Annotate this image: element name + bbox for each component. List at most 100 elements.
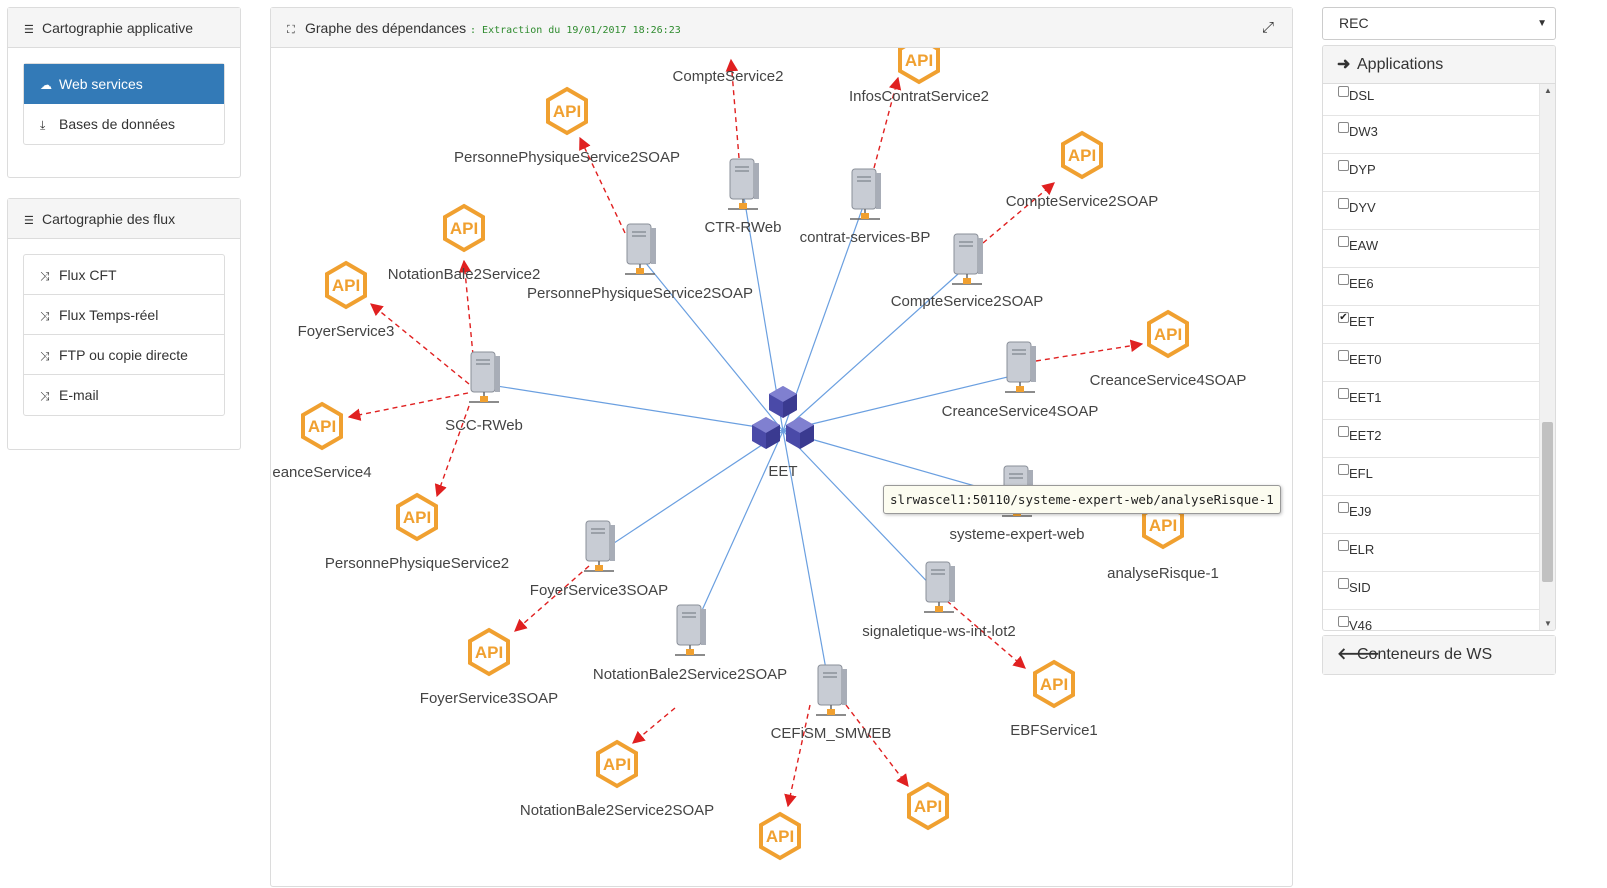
expand-icon[interactable]: ⤢: [1261, 19, 1274, 36]
scroll-down-icon[interactable]: ▼: [1544, 619, 1552, 628]
api-label: NotationBale2Service2SOAP: [520, 802, 714, 819]
app-item-dw3[interactable]: DW3: [1323, 116, 1539, 154]
nav-label: FTP ou copie directe: [59, 347, 188, 363]
app-checkbox[interactable]: [1338, 616, 1349, 627]
server-node[interactable]: SCC-RWeb: [445, 351, 523, 434]
nav-web-services[interactable]: ☁Web services: [24, 64, 224, 104]
api-node[interactable]: analyseRisque-1: [1107, 501, 1219, 582]
api-node[interactable]: PersonnePhysiqueService2: [325, 493, 509, 572]
scroll-up-icon[interactable]: ▲: [1544, 86, 1552, 95]
api-node[interactable]: CompteService2SOAP: [1006, 131, 1159, 210]
app-checkbox[interactable]: [1338, 388, 1349, 399]
app-item-eaw[interactable]: EAW: [1323, 230, 1539, 268]
server-label: CreanceService4SOAP: [942, 403, 1099, 420]
conteneurs-ws-panel[interactable]: 🡐Conteneurs de WS: [1322, 635, 1556, 675]
server-node[interactable]: contrat-services-BP: [800, 168, 931, 246]
nav-flux-cft[interactable]: ⤨Flux CFT: [24, 255, 224, 295]
api-call-arrow: [458, 259, 474, 356]
api-node[interactable]: FoyerService3SOAP: [420, 628, 558, 707]
dependency-edge: [782, 373, 1021, 432]
server-node[interactable]: CTR-RWeb: [705, 158, 782, 236]
api-node[interactable]: [907, 782, 949, 830]
nav-ftp[interactable]: ⤨ FTP ou copie directe: [24, 335, 224, 375]
app-item-eet1[interactable]: EET1: [1323, 382, 1539, 420]
api-call-arrow: [1035, 339, 1144, 362]
server-node[interactable]: CreanceService4SOAP: [942, 341, 1099, 420]
api-call-arrow: [873, 76, 902, 169]
server-node[interactable]: FoyerService3SOAP: [530, 520, 668, 599]
server-node[interactable]: systeme-expert-web: [949, 465, 1085, 543]
server-node[interactable]: signaletique-ws-int-lot2: [862, 561, 1016, 640]
api-node[interactable]: CompteService2: [673, 68, 784, 85]
panel-title: Cartographie applicative: [42, 20, 193, 36]
graph-canvas[interactable]: API EETSCC-RWebPersonnePhysiqueService2S…: [271, 48, 1292, 888]
panel-title: Cartographie des flux: [42, 211, 176, 227]
scroll-thumb[interactable]: [1542, 422, 1553, 582]
api-icon: [596, 740, 638, 788]
applications-heading[interactable]: ➜Applications: [1323, 46, 1555, 84]
nav-flux-temps-reel[interactable]: ⤨Flux Temps-réel: [24, 295, 224, 335]
app-checkbox[interactable]: [1338, 426, 1349, 437]
app-item-efl[interactable]: EFL: [1323, 458, 1539, 496]
app-label: EAW: [1349, 238, 1379, 253]
api-label: PersonnePhysiqueService2: [325, 555, 509, 572]
api-node[interactable]: CreanceService4SOAP: [1090, 310, 1247, 389]
server-node[interactable]: PersonnePhysiqueService2SOAP: [527, 223, 753, 302]
server-node[interactable]: NotationBale2Service2SOAP: [593, 604, 787, 683]
app-checkbox[interactable]: [1338, 464, 1349, 475]
api-call-arrow: [784, 704, 811, 808]
app-checkbox[interactable]: ✔: [1338, 312, 1349, 323]
dependency-edge: [598, 430, 784, 554]
app-checkbox[interactable]: [1338, 540, 1349, 551]
center-node[interactable]: EET: [752, 386, 814, 480]
app-checkbox[interactable]: [1338, 350, 1349, 361]
app-item-ee6[interactable]: EE6: [1323, 268, 1539, 306]
app-checkbox[interactable]: [1338, 198, 1349, 209]
nav-email[interactable]: ⤨E-mail: [24, 375, 224, 415]
conteneurs-ws-heading[interactable]: 🡐Conteneurs de WS: [1323, 636, 1555, 674]
shuffle-icon: ⤨: [40, 349, 50, 363]
app-checkbox[interactable]: [1338, 122, 1349, 133]
api-node[interactable]: NotationBale2Service2: [388, 204, 541, 283]
app-checkbox[interactable]: [1338, 236, 1349, 247]
app-checkbox[interactable]: [1338, 160, 1349, 171]
nav-bases-de-donnees[interactable]: ⤓Bases de données: [24, 104, 224, 144]
api-node[interactable]: eanceService4: [272, 402, 372, 481]
app-item-dsl[interactable]: DSL: [1323, 84, 1539, 116]
environment-select[interactable]: REC ▼: [1322, 7, 1556, 40]
app-item-eet2[interactable]: EET2: [1323, 420, 1539, 458]
app-item-dyp[interactable]: DYP: [1323, 154, 1539, 192]
app-item-eet[interactable]: ✔EET: [1323, 306, 1539, 344]
app-item-elr[interactable]: ELR: [1323, 534, 1539, 572]
server-label: signaletique-ws-int-lot2: [862, 623, 1015, 640]
app-item-ej9[interactable]: EJ9: [1323, 496, 1539, 534]
app-label: EET1: [1349, 390, 1382, 405]
server-label: contrat-services-BP: [800, 229, 931, 246]
app-item-v46[interactable]: V46: [1323, 610, 1539, 630]
api-node[interactable]: PersonnePhysiqueService2SOAP: [454, 87, 680, 166]
dependency-graph[interactable]: API EETSCC-RWebPersonnePhysiqueService2S…: [271, 48, 1292, 888]
app-item-dyv[interactable]: DYV: [1323, 192, 1539, 230]
app-list-scrollbar[interactable]: ▲ ▼: [1539, 84, 1555, 630]
app-checkbox[interactable]: [1338, 274, 1349, 285]
api-node[interactable]: InfosContratService2: [849, 48, 989, 105]
cartographie-applicative-panel: ☰Cartographie applicative ☁Web services …: [7, 7, 241, 178]
app-label: EET0: [1349, 352, 1382, 367]
api-node[interactable]: EBFService1: [1010, 660, 1098, 739]
api-node[interactable]: [759, 812, 801, 860]
nav-label: E-mail: [59, 387, 99, 403]
app-item-eet0[interactable]: EET0: [1323, 344, 1539, 382]
server-node[interactable]: CEFiSM_SMWEB: [771, 664, 892, 742]
server-icon: [468, 351, 501, 403]
server-node[interactable]: CompteService2SOAP: [891, 233, 1044, 310]
app-checkbox[interactable]: [1338, 86, 1349, 97]
app-checkbox[interactable]: [1338, 502, 1349, 513]
app-item-sid[interactable]: SID: [1323, 572, 1539, 610]
server-icon: [674, 604, 707, 656]
app-checkbox[interactable]: [1338, 578, 1349, 589]
api-icon: [898, 48, 940, 84]
api-node[interactable]: NotationBale2Service2SOAP: [520, 740, 714, 819]
app-label: V46: [1349, 618, 1373, 630]
api-node[interactable]: FoyerService3: [298, 261, 395, 340]
download-icon: ⤓: [40, 118, 46, 132]
